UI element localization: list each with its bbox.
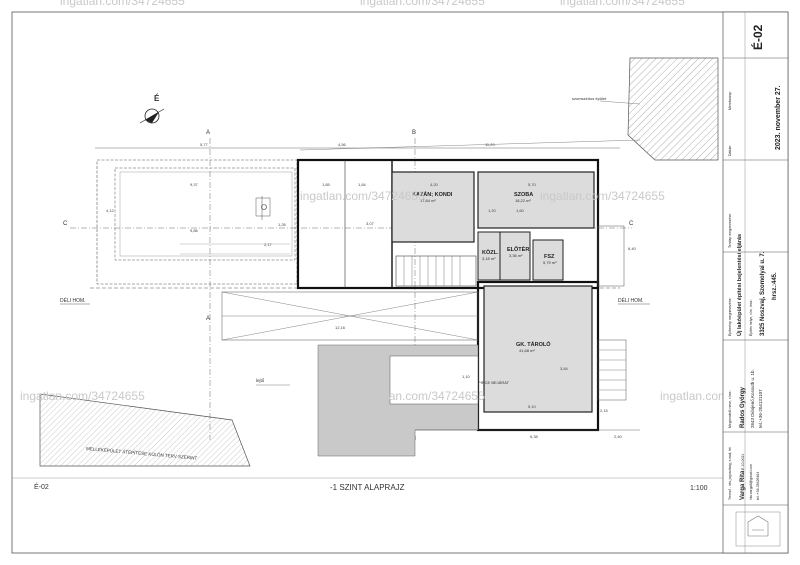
north-arrow-icon: É [139,94,165,124]
room-fsz-name: FSZ [544,254,555,260]
dim-185: 1,85 [322,182,331,187]
room-fsz-area: 5,79 m² [543,260,557,265]
dim-120: 1,20 [488,208,497,213]
right-steps [597,225,627,401]
drawing-scale: 1:100 [690,485,708,492]
room-szoba [477,171,595,229]
room-eloter-area: 3,36 m² [509,253,523,258]
tb-designer-label: Tervező - név, jogosultság, e-mail, tel: [728,447,732,500]
tb-site-label: Építés helye, cím, hrsz.: [748,299,753,336]
designer-logo-icon [735,511,781,547]
dim-384: 3,84 [560,366,569,371]
tb-client-tel: tel.:+36-204131107 [758,389,763,428]
dim-456: 4,56 [338,142,347,147]
dim-986: 9,86 [190,228,199,233]
stairs [395,255,477,287]
watermark-top-2: ingatlan.com/34724655 [360,0,485,8]
dim-110: 1,10 [462,374,471,379]
tb-designer-reg: É-10-0021 [740,454,745,470]
tb-scale-label: Méretarány: [728,91,732,110]
tb-plan-title-label: Tervlap megnevezése: [728,213,732,248]
tb-sheet-no: É-02 [750,24,765,50]
neighbor-label: szomszédos épület [572,96,607,101]
room-fsz [532,239,564,281]
section-a-top: A [206,130,210,136]
tb-hrsz: hrsz.:445. [772,272,778,300]
tb-designer-tel: tel.:+36-35426464 [756,472,760,500]
dim-577: 5,77 [200,142,209,147]
section-c-right: C [629,221,634,227]
title-block: É-02 Dátum: 2023. november 27. Méretarán… [722,11,789,554]
tb-client-label: Megrendelő neve, címe: [728,390,732,428]
dim-937: 9,37 [190,182,199,187]
section-a-bottom: A [206,316,210,322]
tb-site: 3325 Noszvaj, Szomolyai u. 7. [760,251,766,336]
driveway-ramp: 12,16 [221,291,479,341]
dim-420: 4,20 [430,182,439,187]
tb-date-label: Dátum: [728,145,732,156]
room-gk-tarolo-name: GK. TÁROLÓ [516,340,551,348]
room-kazan-area: 17,64 m² [420,198,436,203]
dim-412: 4,12 [106,208,115,213]
room-kozl-area: 3,18 m² [482,256,496,261]
dim-640: 6,40 [628,246,637,251]
tb-designer-email: rita.varga6@gmail.com [749,464,753,500]
tb-project: Új lakóépület építési bejelentési eljárá… [736,234,743,336]
dim-240: 2,40 [614,434,623,439]
dim-510: 5,10 [528,404,537,409]
tb-date: 2023. november 27. [775,85,782,150]
room-kazan-name: KAZÁN; KONDI [412,191,453,198]
room-eloter-name: ELŐTÉR [507,245,529,253]
dim-126: 1,26 [278,222,287,227]
room-szoba-area: 18,22 m² [515,198,531,203]
watermark-3: ingatlan.com/34724655 [20,389,145,403]
drawing-title: -1 SZINT ALAPRAJZ [330,483,405,492]
watermark-top-3: ingatlan.com/34724655 [560,0,685,8]
tb-client-name: Rados György [740,386,746,428]
drawing-code: É-02 [34,482,49,491]
dim-1216: 12,16 [335,325,346,330]
dim-215: 2,15 [600,408,609,413]
dim-570: 5,70 [528,182,537,187]
watermark-1: ingatlan.com/34724655 [300,189,425,203]
room-kozl-name: KÖZL. [482,249,499,256]
outbuilding [39,393,251,467]
room-gk-tarolo [483,285,593,413]
tb-designer-name: Varga Rita [740,470,746,500]
lejto-label: lejtő [256,378,265,383]
room-gk-tarolo-area: 41,68 m² [519,348,535,353]
dim-184: 1,84 [358,182,367,187]
dim-638: 6,38 [530,434,539,439]
room-szoba-name: SZOBA [514,192,533,198]
room-kazan [391,171,475,243]
room-eloter [499,231,531,281]
dim-307: 3,07 [366,221,375,226]
deli-hom-right: DÉLI HOM. [618,297,644,304]
tb-project-label: Építmény megnevezése: [727,297,732,336]
watermark-top-1: ingatlan.com/34724655 [60,0,185,8]
section-b-top: B [412,130,416,136]
svg-text:É: É [154,94,160,103]
section-c-left: C [63,221,68,227]
watermark-4: ingatlan.com/34724655 [360,389,485,403]
tb-client-addr: 2643 Diósjenő,Kossuth u. 1b. [750,369,755,428]
deli-hom-left: DÉLI HOM. [60,297,86,304]
pool-outline [114,167,296,261]
dim-160: 1,60 [516,208,525,213]
neighbor-building [627,57,719,161]
pince-bejarat-label: PINCE BEJÁRAT [478,380,510,385]
watermark-2: ingatlan.com/34724655 [540,189,665,203]
dim-217: 2,17 [264,242,273,247]
terrace-outline [96,159,298,285]
